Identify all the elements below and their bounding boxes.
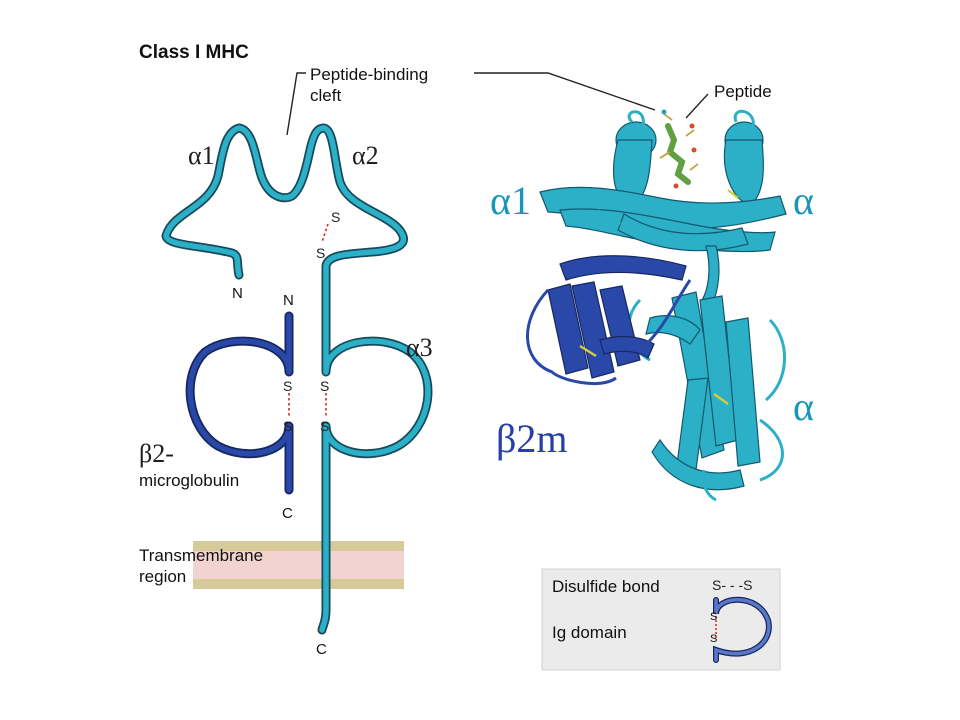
cleft-to-peptide-line bbox=[474, 72, 656, 111]
legend-ig-s-bottom: S bbox=[710, 633, 717, 645]
s-label-alpha3-bottom: S bbox=[320, 418, 329, 434]
s-label-alpha2-top: S bbox=[331, 209, 340, 225]
s-label-beta2m-top: S bbox=[283, 378, 292, 394]
beta2m-n-terminus: N bbox=[283, 292, 294, 309]
disulfide-bond-alpha2 bbox=[321, 223, 329, 243]
transmembrane-label-line2: region bbox=[139, 567, 186, 586]
alpha1-label: α1 bbox=[188, 141, 215, 170]
alpha3-label: α3 bbox=[406, 333, 433, 362]
peptide-model bbox=[659, 109, 699, 189]
legend-ig-domain-label: Ig domain bbox=[552, 623, 627, 642]
structure-alpha3-label-clipped: α bbox=[793, 384, 814, 429]
peptide-leader-line bbox=[685, 93, 709, 119]
cleft-label-line1: Peptide-binding bbox=[310, 65, 428, 84]
beta2m-c-terminus: C bbox=[282, 505, 293, 522]
s-label-beta2m-bottom: S bbox=[283, 418, 292, 434]
legend-disulfide-symbol: S- - -S bbox=[712, 577, 752, 593]
peptide-label: Peptide bbox=[714, 82, 772, 101]
transmembrane-band bbox=[193, 541, 404, 589]
structure-alpha2-label-clipped: α bbox=[793, 178, 814, 223]
legend-box: Disulfide bond S- - -S Ig domain S S bbox=[541, 568, 781, 671]
cleft-label-line2: cleft bbox=[310, 86, 341, 105]
legend-disulfide-label: Disulfide bond bbox=[552, 577, 660, 596]
beta2m-label-line2: microglobulin bbox=[139, 471, 239, 490]
structure-alpha1-label: α1 bbox=[490, 178, 531, 223]
beta2m-label-line1: β2- bbox=[139, 439, 174, 468]
alpha-c-terminus: C bbox=[316, 641, 327, 658]
ribbon-structure bbox=[526, 109, 787, 502]
legend-ig-domain-icon: S S bbox=[710, 596, 772, 663]
beta2m-chain-schematic bbox=[185, 311, 294, 495]
legend-ig-s-top: S bbox=[710, 611, 717, 623]
transmembrane-label-line1: Transmembrane bbox=[139, 546, 263, 565]
diagram-title: Class I MHC bbox=[139, 42, 249, 63]
structure-b2m-label: β2m bbox=[496, 416, 567, 461]
alpha-chain-schematic bbox=[161, 123, 433, 635]
s-label-alpha2-bottom: S bbox=[316, 245, 325, 261]
alpha-n-terminus: N bbox=[232, 285, 243, 302]
s-label-alpha3-top: S bbox=[320, 378, 329, 394]
cleft-leader-line bbox=[286, 72, 306, 136]
alpha2-label: α2 bbox=[352, 141, 379, 170]
